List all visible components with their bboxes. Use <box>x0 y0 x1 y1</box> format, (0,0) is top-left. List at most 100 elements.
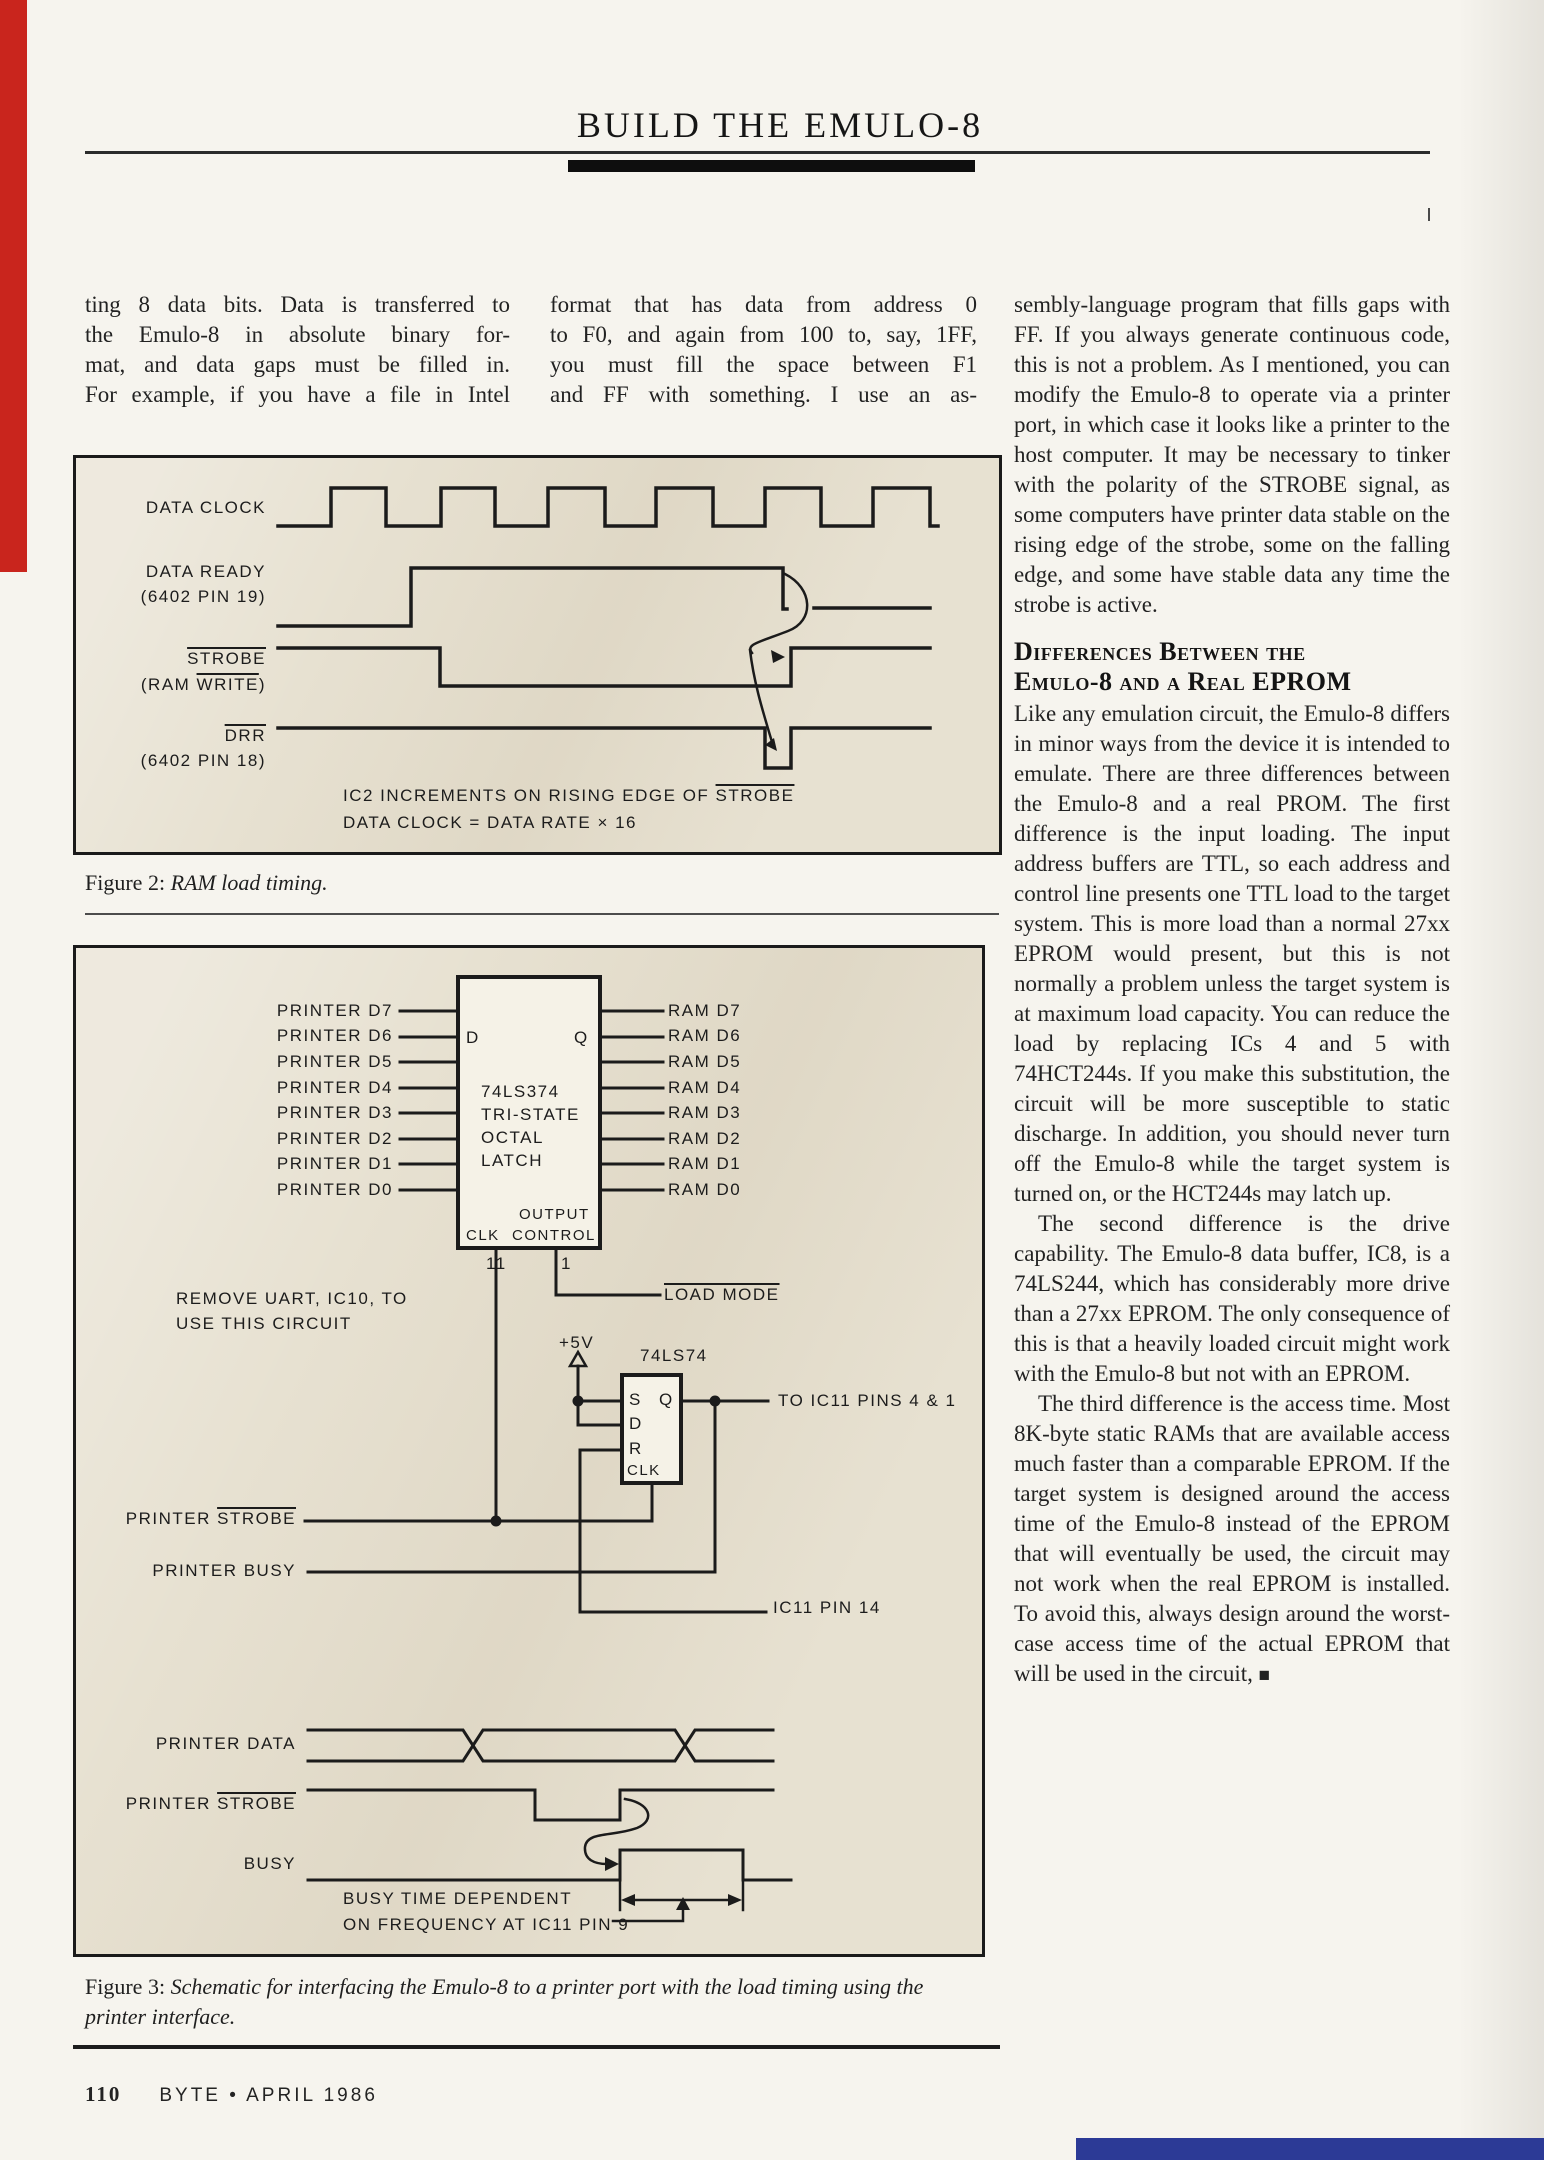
printer-pin-label: PRINTER D4 <box>276 1077 393 1097</box>
printer-input-lines <box>398 1009 460 1192</box>
ff-d-label: D <box>629 1414 643 1433</box>
chip74ls74-name: 74LS74 <box>640 1346 708 1365</box>
column-divider-rule <box>85 913 999 915</box>
wave-busy-label: BUSY <box>243 1854 296 1873</box>
body-text-line: you must fill the space between F1 <box>550 352 977 377</box>
schematic-svg <box>303 975 793 1923</box>
ff-q-label: Q <box>659 1390 674 1409</box>
data-clock-waveform <box>276 486 940 528</box>
printer-strobe-waveform <box>306 1788 775 1822</box>
body-text-line: the Emulo-8 in absolute binary for- <box>85 322 510 347</box>
body-text-line: and FF with something. I use an as- <box>550 382 977 407</box>
paragraph: The third difference is the access time.… <box>1014 1391 1450 1686</box>
red-spine-bar <box>0 0 27 572</box>
magazine-date: BYTE • APRIL 1986 <box>159 2085 378 2106</box>
wave-printer-strobe-label: PRINTER STROBE <box>125 1794 296 1813</box>
load-mode-label: LOAD MODE <box>664 1285 780 1304</box>
wave-printer-data-label: PRINTER DATA <box>155 1734 296 1753</box>
page-title: BUILD THE EMULO-8 <box>576 105 984 145</box>
header-rule <box>85 151 1430 154</box>
figure-3-caption-text: Schematic for interfacing the Emulo-8 to… <box>85 1974 924 2029</box>
chip374-clk-label: CLK <box>466 1227 500 1244</box>
arrowhead <box>771 650 785 663</box>
busy-waveform <box>306 1848 793 1882</box>
body-column-1: ting 8 data bits. Data is transferred to… <box>85 290 510 410</box>
header-thick-bar <box>568 160 975 172</box>
printer-pin-labels: PRINTER D7 PRINTER D6 PRINTER D5 PRINTER D4… <box>196 998 393 1203</box>
note-pointer <box>611 1903 685 1923</box>
timing-note-line2: DATA CLOCK = DATA RATE × 16 <box>343 813 638 832</box>
ram-pin-label: RAM D7 <box>668 1000 742 1020</box>
figure-2-timing-diagram: DATA CLOCK DATA READY (6402 PIN 19) STRO… <box>73 455 1002 855</box>
ram-pin-label: RAM D5 <box>668 1051 742 1071</box>
timing-diagram-svg <box>276 486 940 770</box>
body-text-line: to F0, and again from 100 to, say, 1FF, <box>550 322 977 347</box>
plus5v-arrow <box>567 1349 589 1368</box>
figure-2-caption: Figure 2: RAM load timing. <box>85 870 328 896</box>
chip374-d-label: D <box>466 1028 480 1047</box>
strobe-waveform <box>276 646 932 688</box>
arrowhead <box>728 1894 742 1906</box>
paragraph: sembly-language program that fills gaps … <box>1014 292 1450 617</box>
plus5v-label: +5V <box>559 1333 595 1352</box>
body-text-line: mat, and data gaps must be filled in. <box>85 352 510 377</box>
ff-r-label: R <box>629 1439 643 1458</box>
pin-11-number: 11 <box>486 1254 507 1273</box>
reset-wire <box>578 1448 768 1614</box>
figure-2-caption-label: Figure 2: <box>85 870 166 895</box>
body-text-line: For example, if you have a file in Intel <box>85 382 510 407</box>
printer-data-bus-a <box>306 1728 775 1763</box>
scan-artifact-tick <box>1428 208 1430 221</box>
figure-3-schematic: PRINTER D7 PRINTER D6 PRINTER D5 PRINTER D4… <box>73 945 985 1957</box>
paragraph: The second difference is the drive capab… <box>1014 1211 1450 1386</box>
ram-pin-label: RAM D3 <box>668 1103 742 1123</box>
bottom-rule <box>73 2045 1000 2049</box>
ram-pin-label: RAM D2 <box>668 1128 742 1148</box>
printer-pin-label: PRINTER D3 <box>276 1103 393 1123</box>
arrowhead <box>676 1897 690 1910</box>
page-number: 110 <box>85 2082 122 2106</box>
arrowhead <box>621 1894 635 1906</box>
signal-label-data-ready: DATA READY (6402 PIN 19) <box>140 562 266 606</box>
paragraph: Like any emulation circuit, the Emulo-8 … <box>1014 701 1450 1206</box>
page-footer: 110 BYTE • APRIL 1986 <box>85 2082 378 2107</box>
signal-label-drr: DRR (6402 PIN 18) <box>140 726 266 770</box>
chip374-q-label: Q <box>574 1028 589 1047</box>
timing-note-line1: IC2 INCREMENTS ON RISING EDGE OF STROBE <box>343 786 795 805</box>
drr-waveform <box>276 726 932 770</box>
ram-pin-label: RAM D6 <box>668 1026 742 1046</box>
printer-pin-label: PRINTER D0 <box>276 1179 393 1199</box>
bottom-blue-bar <box>1076 2138 1544 2160</box>
chip374-control-label: CONTROL <box>512 1227 596 1244</box>
ff-clk-label: CLK <box>627 1462 661 1479</box>
article-end-mark: ■ <box>1258 1665 1271 1686</box>
printer-pin-label: PRINTER D7 <box>276 1000 393 1020</box>
printer-pin-label: PRINTER D6 <box>276 1026 393 1046</box>
strobe-busy-arrow-curve <box>583 1797 650 1866</box>
section-heading-line: Differences Between the <box>1014 637 1306 666</box>
body-column-3: sembly-language program that fills gaps … <box>1014 290 1450 1691</box>
section-heading: Differences Between the Emulo-8 and a Re… <box>1014 637 1450 697</box>
figure-2-caption-text: RAM load timing. <box>170 870 328 895</box>
body-text-line: ting 8 data bits. Data is transferred to <box>85 292 510 317</box>
data-ready-waveform <box>276 566 789 628</box>
printer-pin-label: PRINTER D2 <box>276 1128 393 1148</box>
output-control-wire <box>554 1246 662 1297</box>
signal-label-data-clock: DATA CLOCK <box>145 498 266 517</box>
figure-3-caption-label: Figure 3: <box>85 1974 166 1999</box>
printer-data-bus-b <box>306 1728 775 1763</box>
signal-label-strobe: STROBE (RAM WRITE) <box>140 649 266 694</box>
printer-pin-label: PRINTER D5 <box>276 1051 393 1071</box>
causality-arrow-curve-2 <box>748 648 774 744</box>
printer-pin-label: PRINTER D1 <box>276 1154 393 1174</box>
body-text-line: format that has data from address 0 <box>550 292 977 317</box>
arrowhead <box>765 738 777 751</box>
figure-3-caption: Figure 3: Schematic for interfacing the … <box>85 1972 965 2032</box>
pin-1-number: 1 <box>561 1254 572 1273</box>
ic11-pin14-label: IC11 PIN 14 <box>773 1598 881 1617</box>
